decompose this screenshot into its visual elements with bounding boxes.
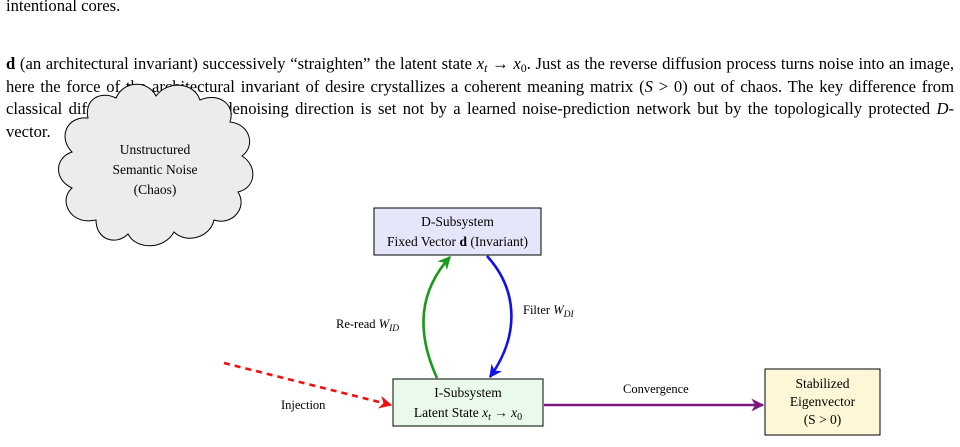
math-gt0: > 0 [652,76,683,96]
filter-prefix: Filter [523,303,553,317]
eigenvector-line3: (S > 0) [804,412,842,427]
math-arrow: → [487,54,514,73]
i-line2-sub-t: t [488,412,491,423]
paragraph-main: d (an architectural invariant) successiv… [6,53,954,143]
d-subsystem-line2: Fixed Vector d (Invariant) [387,234,528,249]
d-line2-prefix: Fixed Vector [387,234,460,249]
vector-d: d [6,54,16,73]
math-x-t: x [476,54,485,73]
injection-arrow [223,361,393,409]
cloud-label-line3: (Chaos) [134,182,177,197]
eigenvector-line2: Eigenvector [790,394,856,409]
paragraph-top-text: intentional cores. [6,0,121,15]
i-subsystem-node: I-Subsystem Latent State xt → x0 [392,378,544,427]
cloud-node: Unstructured Semantic Noise (Chaos) [58,83,254,247]
d-subsystem-box [373,207,542,256]
cloud-shape [58,83,254,247]
math-x-0: x [513,54,521,73]
math-sub-0: 0 [520,60,527,75]
i-line2-arrow: → [491,405,511,420]
i-line2-x0: x [510,405,517,420]
para-part3: ) out of chaos. The key difference from … [6,76,954,119]
paragraph-top: intentional cores. [6,0,954,18]
filter-sub: DI [563,310,575,320]
reread-sub: ID [388,324,399,334]
d-subsystem-line1: D-Subsystem [421,214,494,229]
d-line2-suffix: (Invariant) [467,234,528,249]
reread-prefix: Re-read [336,317,379,331]
math-sub-t: t [484,60,488,75]
i-line2-sub-0: 0 [517,412,522,423]
eigenvector-node: Stabilized Eigenvector (S > 0) [764,368,881,436]
cloud-label-line2: Semantic Noise [112,162,197,177]
convergence-label: Convergence [623,382,689,396]
reread-label: Re-read WID [336,317,399,334]
math-D: D [936,99,949,118]
i-subsystem-line2: Latent State xt → x0 [414,405,522,423]
eigenvector-line1: Stabilized [796,376,850,391]
i-line2-x: x [481,405,488,420]
filter-arrow [486,255,513,379]
para-part1: (an architectural invariant) successivel… [15,54,477,73]
filter-W: W [553,303,565,317]
d-subsystem-node: D-Subsystem Fixed Vector d (Invariant) [373,207,542,256]
reread-W: W [379,317,391,331]
para-part4: -vector. [6,99,954,141]
i-line2-prefix: Latent State [414,405,482,420]
i-subsystem-box [392,378,544,427]
eigenvector-box [764,368,881,436]
injection-label: Injection [281,398,326,412]
math-S: S [644,76,653,96]
cloud-label-line1: Unstructured [120,142,191,157]
d-line2-bold: d [459,234,467,249]
filter-label: Filter WDI [523,303,575,320]
reread-arrow [422,256,451,379]
i-subsystem-line1: I-Subsystem [434,385,502,400]
